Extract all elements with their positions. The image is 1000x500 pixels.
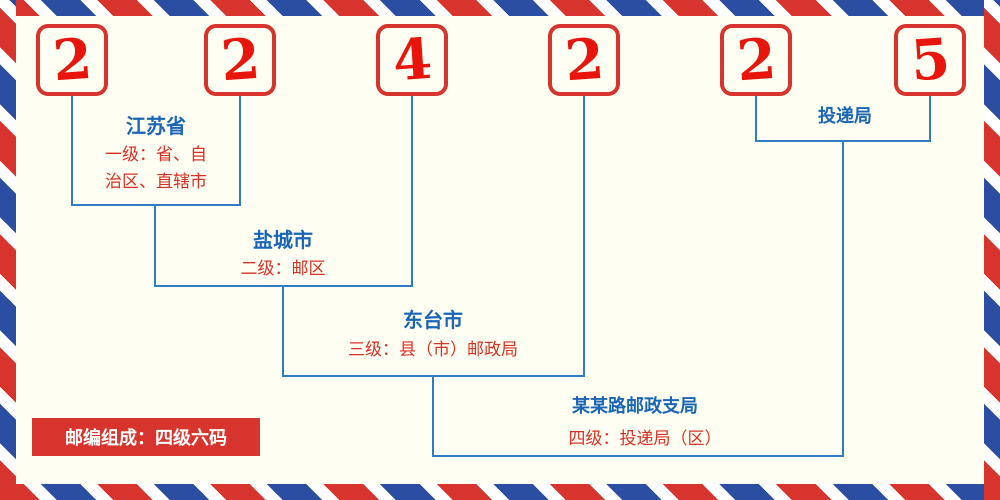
connector-province-right <box>239 96 241 206</box>
connector-county-drop <box>432 375 434 457</box>
digit-box-2: 2 <box>204 24 276 96</box>
connector-delivery-right <box>929 96 931 142</box>
connector-county-right <box>583 96 585 377</box>
digit-2: 2 <box>218 25 262 95</box>
airmail-border-right <box>984 0 1000 500</box>
postal-zone-desc: 二级：邮区 <box>240 259 326 279</box>
county-desc: 三级：县（市）邮政局 <box>348 340 518 360</box>
delivery-branch-desc: 四级：投递局（区） <box>568 429 722 449</box>
connector-delivery-top <box>755 140 931 142</box>
digit-box-1: 2 <box>36 24 108 96</box>
connector-zone-drop <box>282 285 284 377</box>
digit-box-4: 2 <box>548 24 620 96</box>
connector-delivery-long-vertical <box>842 140 844 457</box>
connector-delivery-bottom <box>432 455 844 457</box>
postal-zone-title: 盐城市 <box>253 228 313 252</box>
airmail-border-bottom <box>0 484 1000 500</box>
digit-1: 2 <box>50 25 94 95</box>
connector-province-drop <box>154 204 156 287</box>
digit-4: 2 <box>562 25 606 95</box>
connector-province-left <box>71 96 73 206</box>
digit-box-5: 2 <box>720 24 792 96</box>
airmail-border-top <box>0 0 1000 16</box>
airmail-border-left <box>0 0 16 500</box>
digit-box-3: 4 <box>376 24 448 96</box>
digit-5: 2 <box>734 25 778 95</box>
composition-badge-text: 邮编组成：四级六码 <box>65 428 227 449</box>
province-desc-line1: 一级：省、自 <box>105 145 207 165</box>
delivery-office-title: 投递局 <box>818 106 872 127</box>
province-desc: 一级：省、自 治区、直辖市 <box>66 142 246 196</box>
composition-badge: 邮编组成：四级六码 <box>32 418 260 456</box>
connector-zone-right <box>411 96 413 287</box>
province-title: 江苏省 <box>126 114 186 138</box>
province-desc-line2: 治区、直辖市 <box>105 172 207 193</box>
connector-delivery-left <box>755 96 757 142</box>
delivery-branch-title: 某某路邮政支局 <box>572 396 698 417</box>
county-title: 东台市 <box>403 308 463 332</box>
digit-3: 4 <box>390 25 434 95</box>
digit-6: 5 <box>908 25 952 95</box>
connector-province-bottom <box>71 204 241 206</box>
digit-box-6: 5 <box>894 24 966 96</box>
